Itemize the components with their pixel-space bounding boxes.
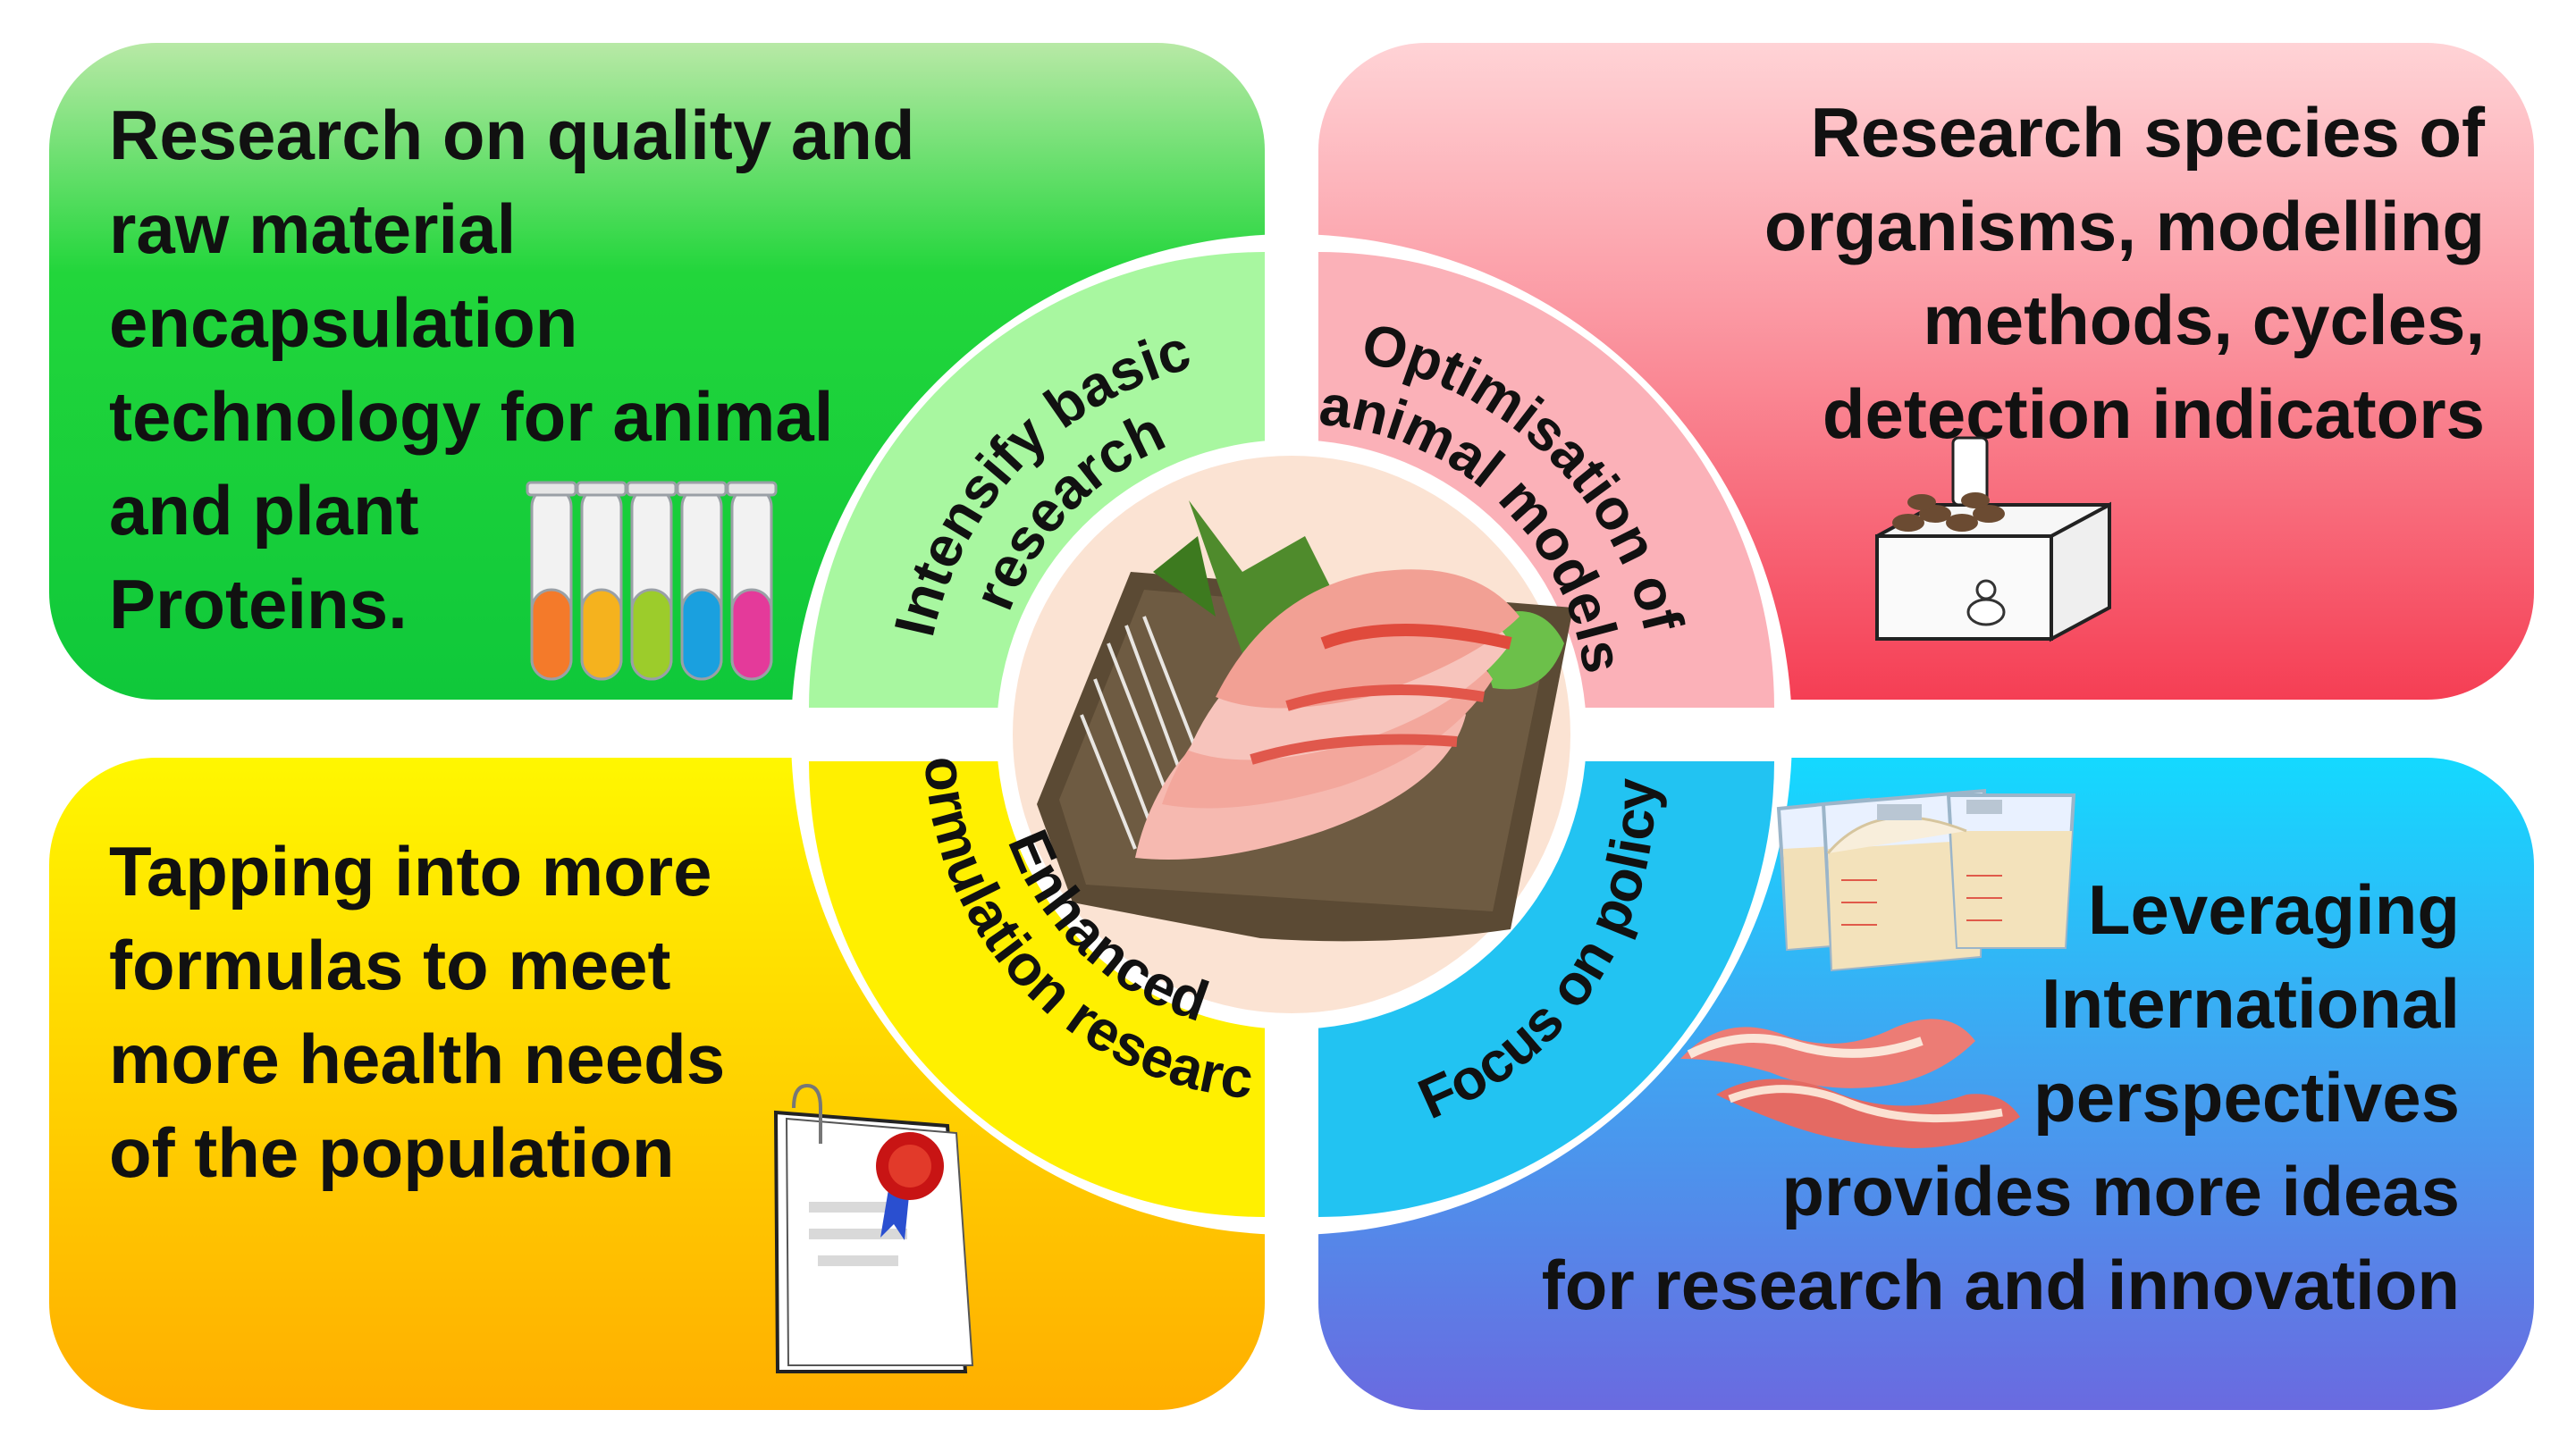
- panel-top-left-text: Research on quality and raw material enc…: [109, 96, 915, 643]
- tr-line-3: methods, cycles,: [1923, 281, 2485, 359]
- tr-line-2: organisms, modelling: [1764, 187, 2485, 265]
- tr-line-4: detection indicators: [1823, 374, 2485, 453]
- sashimi-plate-icon: [1037, 500, 1573, 942]
- br-line-4: provides more ideas: [1781, 1152, 2460, 1230]
- panel-top-right-text: Research species of organisms, modelling…: [1764, 93, 2486, 453]
- br-line-5: for research and innovation: [1542, 1246, 2460, 1324]
- panel-bottom-right-text: Leveraging International perspectives pr…: [1542, 870, 2460, 1324]
- test-tubes-icon: [526, 481, 778, 681]
- tr-line-1: Research species of: [1811, 93, 2486, 172]
- animal-cage-icon: [1875, 436, 2111, 642]
- tl-line-2: raw material: [109, 189, 516, 268]
- tl-line-3: encapsulation: [109, 283, 577, 362]
- bl-line-2: formulas to meet: [109, 926, 670, 1004]
- br-line-1: Leveraging: [2088, 870, 2460, 949]
- br-line-2: International: [2041, 964, 2460, 1043]
- tl-line-1: Research on quality and: [109, 96, 915, 174]
- panel-bottom-left-text: Tapping into more formulas to meet more …: [109, 832, 725, 1192]
- bl-line-4: of the population: [109, 1113, 675, 1192]
- tl-line-5: and plant: [109, 471, 419, 550]
- bl-line-3: more health needs: [109, 1020, 725, 1098]
- bl-line-1: Tapping into more: [109, 832, 712, 911]
- br-line-3: perspectives: [2033, 1058, 2460, 1137]
- certificate-icon: [773, 1083, 974, 1373]
- protein-powder-icon: [1776, 788, 2076, 972]
- bacon-icon: [1680, 1019, 2020, 1148]
- tl-line-6: Proteins.: [109, 565, 408, 643]
- tl-line-4: technology for animal: [109, 377, 833, 456]
